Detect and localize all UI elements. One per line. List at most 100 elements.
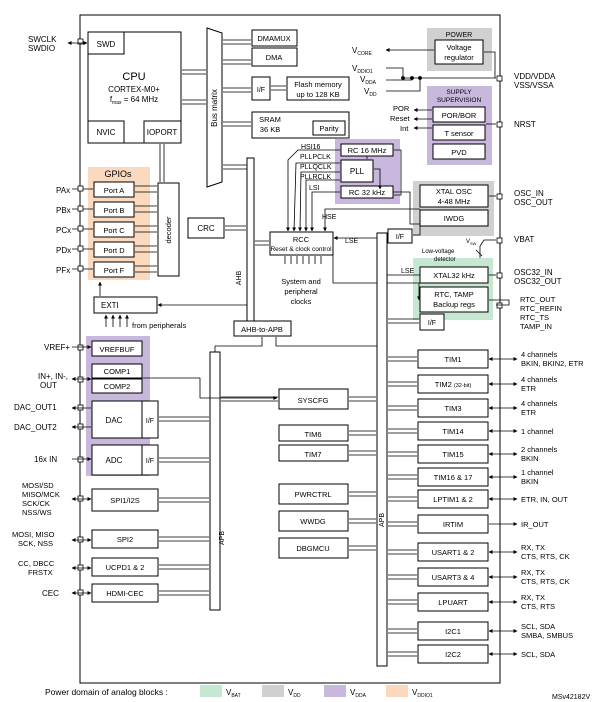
irtim-label: IRTIM [443, 520, 463, 529]
exti-inputs [104, 314, 129, 327]
tim3-pins-2: ETR [521, 408, 537, 417]
irtim-pins: IR_OUT [521, 520, 549, 529]
apb-right-bus [376, 232, 388, 667]
right-pin-arrows [488, 357, 518, 656]
tim3-pins-1: 4 channels [521, 399, 558, 408]
reset-label: Reset [390, 114, 411, 123]
irtim-block [417, 514, 489, 534]
dac-label: DAC [106, 416, 123, 425]
rc16-label: RC 16 MHz [348, 146, 387, 155]
pin-rtc-1: RTC_REFIN [520, 304, 562, 313]
ahb-label: AHB [236, 270, 243, 285]
tim16-pins-2: BKIN [521, 477, 539, 486]
pvd-block [432, 143, 486, 160]
right-apb-links [388, 356, 417, 657]
comp-syscfg-link [143, 377, 278, 400]
tim16-label: TIM16 & 17 [434, 473, 473, 482]
cpu-title: CPU [122, 71, 145, 83]
tim6-block [278, 424, 349, 442]
tim16-block [417, 467, 489, 487]
supply-wires [413, 108, 496, 130]
iwdg-block [419, 209, 489, 227]
right-peripheral-pins: 4 channels BKIN, BKIN2, ETR 4 channels E… [521, 350, 584, 659]
tim14-label: TIM14 [442, 427, 463, 436]
dma-block [251, 47, 298, 67]
pin-pcx: PCx [56, 226, 71, 235]
pin-ucpd-0: CC, DBCC [18, 559, 55, 568]
pin-comp-1: IN+, IN-, [38, 372, 68, 381]
tim2-block [417, 374, 489, 394]
tim2-label: TIM2 (32-bit) [435, 380, 472, 389]
pin-osc32-in: OSC32_IN [514, 268, 553, 277]
right-peripherals: TIM1 TIM2 (32-bit) TIM3 TIM14 TIM15 TIM1… [417, 349, 489, 664]
rtc-if-label: I/F [428, 320, 436, 327]
tim15-label: TIM15 [442, 450, 463, 459]
pin-vbat: VBAT [514, 235, 534, 244]
legend-swatch-vdda [324, 685, 346, 697]
lvd-label-2: detector [434, 257, 456, 263]
lse2-label: LSE [401, 268, 415, 275]
i2c2-pins-1: SCL, SDA [521, 650, 555, 659]
parity-label: Parity [319, 124, 338, 133]
bus-arrows [159, 39, 251, 182]
power-title: POWER [446, 32, 472, 39]
dac-if-label: I/F [146, 418, 154, 425]
usart34-label: USART3 & 4 [432, 573, 475, 582]
i2c1-block [417, 621, 489, 641]
hse-label: HSE [322, 214, 337, 221]
flash-block [286, 76, 350, 101]
lpuart-pins-2: CTS, RTS [521, 602, 555, 611]
legend-swatch-vdd [262, 685, 284, 697]
usart34-pins-1: RX, TX [521, 568, 545, 577]
pin-comp-2: OUT [40, 381, 57, 390]
pin-spi1-2: SCK/CK [22, 499, 50, 508]
rcc-label-2: Reset & clock control [270, 246, 332, 253]
xtal32-label: XTAL32 kHz [433, 271, 475, 280]
vcore-label: VCORE [352, 46, 372, 57]
ports: Port A Port B Port C Port D Port F [93, 181, 135, 278]
clock-wires [286, 149, 421, 301]
pin-rtc-2: RTC_TS [520, 313, 549, 322]
legend-swatch-vddio1 [386, 685, 408, 697]
pllrclk-label: PLLRCLK [300, 174, 331, 181]
port-b-block [93, 201, 135, 218]
nvic-block [87, 120, 125, 144]
footnote: MSv42182V [552, 694, 590, 701]
tim16-pins-1: 1 channel [521, 468, 554, 477]
usart34-block [417, 567, 489, 587]
spi1-block [91, 488, 159, 512]
dac-if-block [141, 400, 159, 439]
por-label: POR [393, 104, 410, 113]
port-f-label: Port F [104, 266, 125, 275]
tim15-block [417, 444, 489, 464]
exti-label: EXTI [101, 301, 119, 310]
from-peripherals: from peripherals [132, 321, 186, 330]
crc-block [187, 217, 225, 239]
ahb-bus [246, 157, 255, 322]
pin-rtc-3: TAMP_IN [520, 322, 552, 331]
legend-vddio1: VDDIO1 [412, 688, 433, 699]
hsi16-label: HSI16 [301, 144, 321, 151]
pllqclk-label: PLLQCLK [300, 164, 332, 171]
pvd-label: PVD [451, 148, 467, 157]
hdmi-label: HDMI-CEC [106, 589, 144, 598]
pin-pbx: PBx [56, 206, 71, 215]
spi2-label: SPI2 [117, 535, 133, 544]
comp1-label: COMP1 [104, 367, 131, 376]
pin-pfx: PFx [56, 266, 70, 275]
legend-vdd: VDD [288, 688, 301, 699]
lsi-label: LSI [309, 185, 320, 192]
crc-label: CRC [197, 224, 215, 233]
gpio-pins: PAx PBx PCx PDx PFx [56, 186, 71, 275]
pin-spi1-3: NSS/WS [22, 508, 52, 517]
wwdg-label: WWDG [300, 517, 326, 526]
pin-osc-in: OSC_IN [514, 189, 544, 198]
bkp-if-block [387, 228, 413, 244]
pin-cec: CEC [42, 589, 59, 598]
flash-link [271, 85, 286, 91]
tim7-block [278, 444, 349, 462]
vsw-label: VSW [466, 239, 477, 246]
pin-spi1-1: MISO/MCK [22, 490, 60, 499]
porbor-label: POR/BOR [442, 111, 477, 120]
rcc-outputs [284, 256, 322, 264]
